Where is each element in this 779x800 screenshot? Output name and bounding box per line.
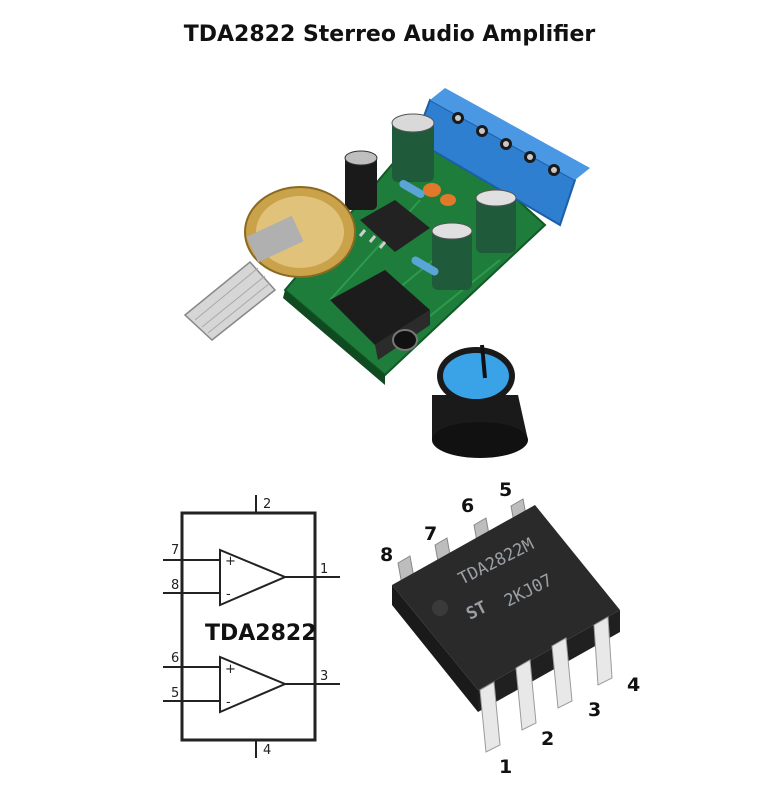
minus-sign: - [226,587,231,602]
ceramic-capacitor [440,194,456,206]
ic-body-side [392,585,478,712]
capacitor-bottom [431,222,473,290]
ic-pin-2-label: 2 [541,728,554,750]
ic-pin-8-label: 8 [380,544,393,566]
volume-knob [432,344,528,458]
ic-body-front [478,610,620,712]
pin-7-label: 7 [171,543,179,558]
pin-2-label: 2 [263,497,271,512]
ic-pin-1-label: 1 [499,756,512,778]
schematic-chip-label: TDA2822 [205,621,317,646]
capacitor-large [391,113,435,182]
plus-sign: + [225,554,236,569]
audio-jack [330,270,430,360]
op-amp-triangle [219,548,288,607]
capacitor-small-black [344,150,378,210]
potentiometer [244,186,356,278]
pin-4-label: 4 [263,743,271,758]
resistor [411,256,439,276]
pin-1-label: 1 [320,562,328,577]
resistor [399,180,425,198]
amplifier-board-photo [183,88,590,458]
pin-8-label: 8 [171,578,179,593]
minus-sign: - [226,695,231,710]
page-title: TDA2822 Sterreo Audio Amplifier [183,22,596,47]
terminal-block [413,88,590,227]
pin-3-label: 3 [320,669,328,684]
ic-pin-7-label: 7 [424,523,437,545]
schematic-chip-outline [180,511,317,742]
ic-body-top [392,505,620,690]
op-amp-triangle [219,655,288,714]
ic-pin-5-label: 5 [499,479,512,501]
ceramic-capacitor [423,183,441,197]
ic-pin-6-label: 6 [461,495,474,517]
ic-front-pins [479,616,613,753]
pin-6-label: 6 [171,651,179,666]
ic-pin-3-label: 3 [588,699,601,721]
ic-notch [432,600,448,616]
tda2822-schematic: 2 4 7 8 1 + - TDA2822 6 5 3 + - [163,495,340,758]
board-ic-chip [358,200,430,252]
pcb-edge [283,290,385,385]
pin-5-label: 5 [171,686,179,701]
capacitor-right [475,189,517,253]
plus-sign: + [225,662,236,677]
potentiometer-shaft [183,260,277,341]
amplifier-a: 7 8 1 + - [163,543,340,607]
amplifier-b: 6 5 3 + - [163,651,340,714]
ic-dip8-photo: TDA2822M 2KJ07 ST 8 7 6 5 1 2 3 4 [380,479,640,778]
ic-pin-4-label: 4 [627,674,640,696]
